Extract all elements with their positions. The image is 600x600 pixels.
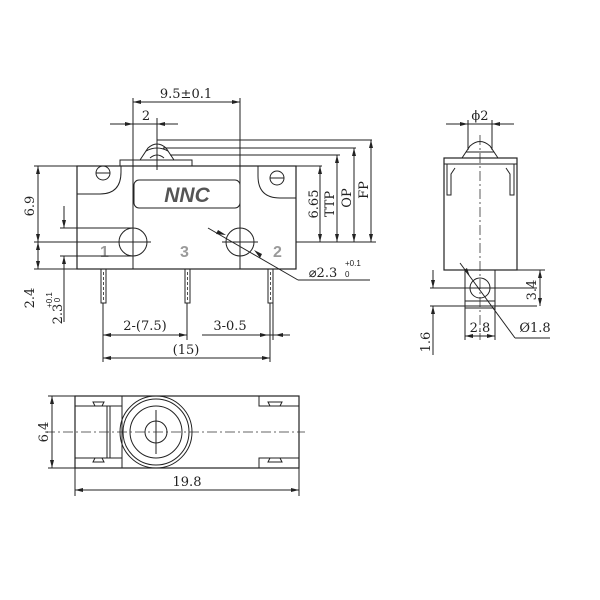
dim-ttp: TTP [323,191,338,218]
dim-pin-span: (15) [173,343,200,358]
dim-fp: FP [357,181,372,199]
dim-width-bottom: 2.8 [470,321,491,336]
brand-logo: NNC [164,184,210,207]
dim-actuator-span: 9.5±0.1 [160,87,212,102]
dim-actuator-offset: 2 [142,109,150,124]
pin-label-2: 2 [273,244,282,261]
pin-label-3: 3 [180,244,189,261]
dim-side-hole-dia: Ø1.8 [519,321,550,336]
dim-actuator-dia: ϕ2 [471,109,488,124]
dim-top-width: 6.4 [37,422,52,443]
dim-top-length: 19.8 [173,475,202,490]
dim-hole-offset-tol-lower: 0 [53,297,62,302]
dim-offset: 1.6 [419,332,434,353]
top-view: 6.4 19.8 [37,395,305,496]
dim-op: OP [340,188,355,208]
dim-hole-dia: ⌀2.3 [309,266,338,281]
dim-pin-height: 2.4 [23,288,38,309]
dim-hole-offset: 2.3 [51,304,66,325]
dim-pin-width: 3-0.5 [213,319,246,334]
dim-hole-height: 3.4 [525,280,540,301]
dim-height-left: 6.9 [23,196,38,217]
side-view: ϕ2 3.4 1.6 2.8 Ø1.8 [419,109,551,355]
dim-hole-offset-tol-upper: +0.1 [45,292,54,308]
dim-hole-dia-tol-upper: +0.1 [345,259,361,268]
pin-label-1: 1 [100,244,109,261]
dim-hole-dia-tol-lower: 0 [345,270,350,279]
front-view: NNC 1 3 2 9.5±0.1 [23,87,376,362]
dim-height-right: 6.65 [307,190,322,219]
dim-pin-pitch: 2-(7.5) [123,319,166,334]
terminal-pins [100,268,274,304]
